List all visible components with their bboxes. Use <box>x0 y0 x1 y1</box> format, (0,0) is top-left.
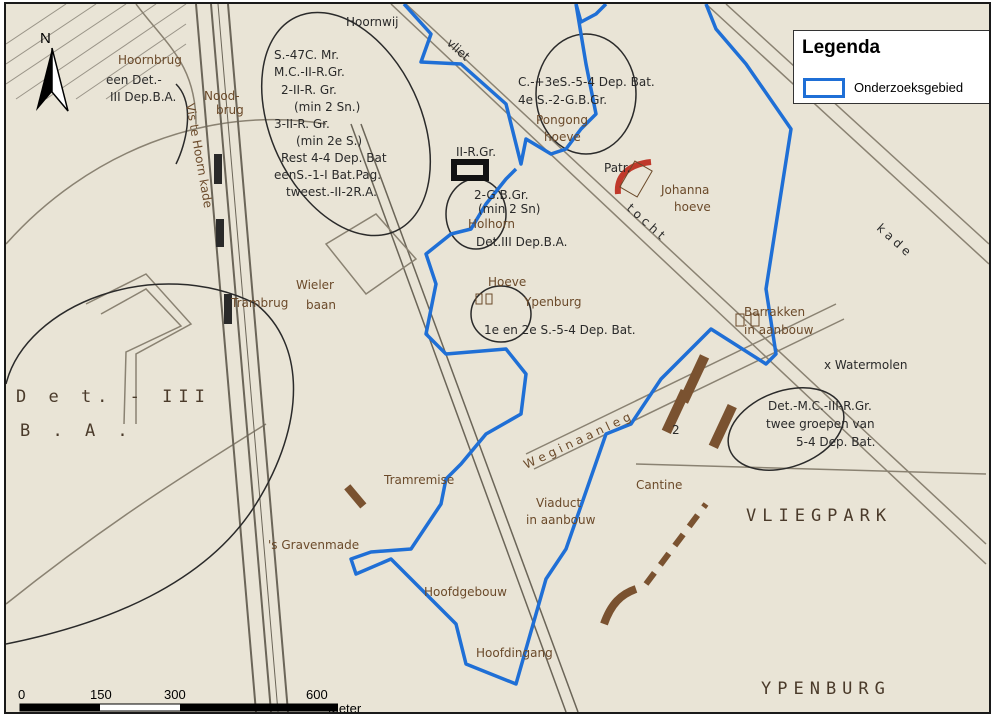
label-viaduct: Viaduct <box>536 496 581 510</box>
label-hoornwijk: Hoornwij <box>346 15 399 29</box>
label-hoofdgebouw: Hoofdgebouw <box>424 585 507 599</box>
map-paper <box>6 4 989 712</box>
label-wieler: Wieler <box>296 278 334 292</box>
scale-tick-300: 300 <box>164 687 186 702</box>
legend-label-research-area: Onderzoeksgebied <box>854 80 964 95</box>
label-hoofdingang: Hoofdingang <box>476 646 553 660</box>
scale-tick-150: 150 <box>90 687 112 702</box>
label-gbgr: 2-G.B.Gr. <box>474 188 529 202</box>
waterways <box>6 4 989 605</box>
label-detiii: Det.III Dep.B.A. <box>476 235 568 249</box>
map-frame: Hoornwij S.-47C. Mr. M.C.-II-R.Gr. 2-II-… <box>4 2 991 714</box>
label-det3b: B . A . <box>20 421 134 441</box>
scale-tick-0: 0 <box>18 687 26 702</box>
label-iiidep: III Dep.B.A. <box>110 90 176 104</box>
hatched-area <box>6 4 187 100</box>
label-s54: 5-4 Dep. Bat. <box>796 435 875 449</box>
scale-unit: Meter <box>328 701 362 714</box>
label-eens: eenS.-1-I Bat.Pag. <box>274 168 381 182</box>
label-min2sn2: (min 2 Sn) <box>478 202 540 216</box>
label-s1s2: 1e en 2e S.-5-4 Dep. Bat. <box>484 323 636 337</box>
label-tramremise: Tramremise <box>383 473 454 487</box>
legend-swatch-research-area <box>803 78 845 98</box>
label-patr: Patr. <box>604 161 630 175</box>
legend: Legenda Onderzoeksgebied <box>793 30 989 104</box>
label-hoeve3: Hoeve <box>488 275 526 289</box>
label-mc2: M.C.-II-R.Gr. <box>274 65 345 79</box>
label-min2sn: (min 2 Sn.) <box>294 100 360 114</box>
scale-tick-600: 600 <box>306 687 328 702</box>
railway <box>195 4 579 712</box>
label-det3a: D e t. - III <box>16 387 211 407</box>
label-hoornbrug: Hoornbrug <box>118 53 182 67</box>
label-inaanbouw2: in aanbouw <box>526 513 596 527</box>
label-gravenmade: 's Gravenmade <box>268 538 359 552</box>
label-min2s: (min 2e S.) <box>296 134 362 148</box>
label-johanna: Johanna <box>660 183 709 197</box>
label-eendet: een Det.- <box>106 73 162 87</box>
north-arrow-icon <box>36 47 69 112</box>
legend-title: Legenda <box>802 37 881 58</box>
label-r2: 2-II-R. Gr. <box>281 83 337 97</box>
label-rest: Rest 4-4 Dep. Bat <box>281 151 387 165</box>
label-ypenburg: Ypenburg <box>523 295 582 309</box>
patrol-mark <box>614 159 652 195</box>
black-building <box>451 159 489 181</box>
label-c3: C.-+3eS.-5-4 Dep. Bat. <box>518 75 655 89</box>
label-trambrug: Trambrug <box>230 296 288 310</box>
label-detmc: Det.-M.C.-III-R.Gr. <box>768 399 872 413</box>
scale-bar <box>19 703 338 712</box>
label-noodbrug2: brug <box>216 103 244 117</box>
label-iirgr: II-R.Gr. <box>456 145 496 159</box>
label-hoeve2: hoeve <box>674 200 711 214</box>
label-vliegpark: VLIEGPARK <box>746 506 892 526</box>
north-letter: N <box>40 30 51 47</box>
label-num2: 2 <box>672 423 680 437</box>
label-s4: 4e S.-2-G.B.Gr. <box>518 93 607 107</box>
label-watermolen: x Watermolen <box>824 358 908 372</box>
label-r3: 3-II-R. Gr. <box>274 117 330 131</box>
label-barrakken: Barrakken <box>744 305 805 319</box>
label-pongong: Pongong <box>536 113 588 127</box>
label-hoeve1: hoeve <box>544 130 581 144</box>
label-noodbrug1: Nood- <box>204 89 240 103</box>
research-area-boundary[interactable] <box>349 4 793 686</box>
buildings <box>344 354 737 626</box>
small-buildings <box>475 160 760 327</box>
label-baan: baan <box>306 298 336 312</box>
label-s47: S.-47C. Mr. <box>274 48 339 62</box>
trench-symbols <box>214 154 232 324</box>
label-inaanbouw1: in aanbouw <box>744 323 814 337</box>
label-tweest: tweest.-II-2R.A. <box>286 185 377 199</box>
label-ypenburg2: YPENBURG <box>761 679 891 699</box>
label-tweegr: twee groepen van <box>766 417 875 431</box>
label-hoolhorn: Holhorn <box>468 217 515 231</box>
historic-map[interactable]: Hoornwij S.-47C. Mr. M.C.-II-R.Gr. 2-II-… <box>6 4 989 712</box>
label-cantine: Cantine <box>636 478 682 492</box>
